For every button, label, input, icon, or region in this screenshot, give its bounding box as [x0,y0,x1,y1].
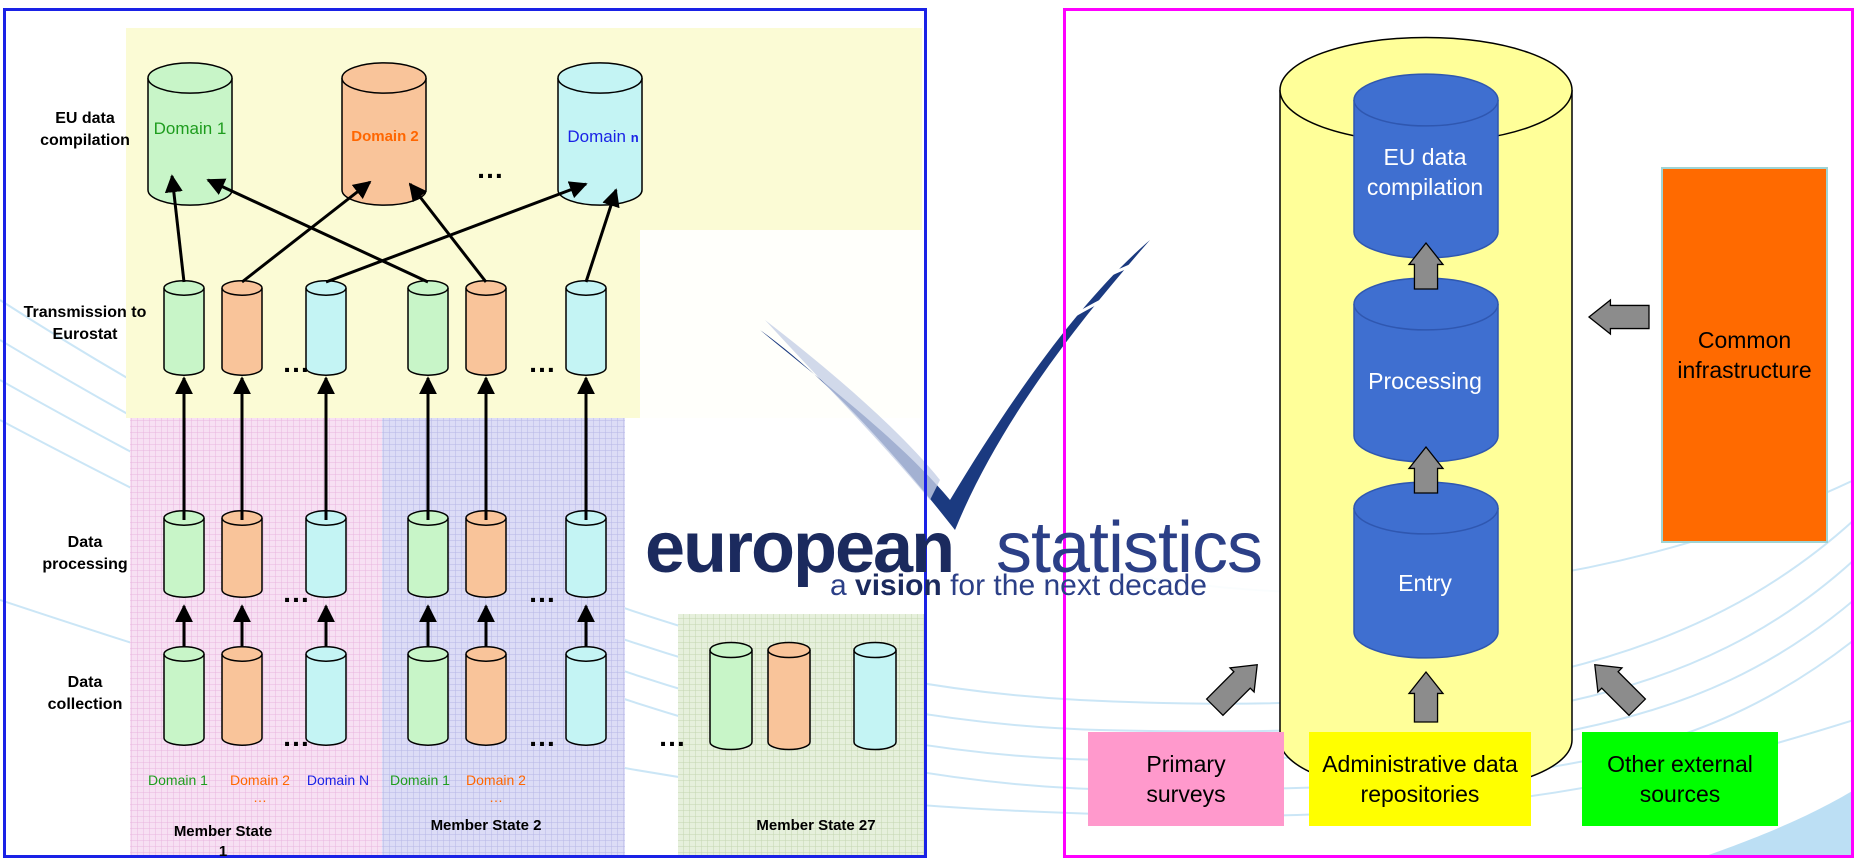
transmission-cylinder-4 [407,280,449,376]
collection-cylinder-4 [407,646,449,746]
ms27-cylinder-1 [709,641,753,751]
eu-ellipsis: … [476,153,504,184]
ms2-domain-1: Domain 1 [390,772,450,788]
eu-domain-n-cylinder [557,62,643,206]
eu-domain-2-label: Domain 2 [351,128,419,145]
collection-cylinder-2 [221,646,263,746]
arrow-entry-to-processing [1407,445,1445,494]
ms1-domain-2: Domain 2 … [230,772,290,805]
arrow-ms1-d2-to-eu [241,180,372,284]
primary-surveys-box: Primary surveys [1088,732,1284,826]
row-label-collection: Data collection [47,674,123,713]
member-state-2-label: Member State 2 [430,817,542,834]
collection-cylinder-5 [465,646,507,746]
eu-domain-n-word: Domain [567,127,626,146]
arrow-primary-to-system [1205,664,1258,717]
eu-domain-n-letter: n [630,130,639,145]
external-sources-box: Other external sources [1582,732,1778,826]
left-panel [3,8,927,858]
member-state-27-label: Member State 27 [756,817,876,834]
collection-ellipsis-2: … [528,721,556,752]
external-sources-label: Other external sources [1607,751,1753,807]
collection-ellipsis-1: … [282,721,310,752]
ms1-domain-1: Domain 1 [148,772,208,788]
stage-compilation-label: EU data compilation [1366,144,1484,200]
arrow-ms1-dn-to-eu [325,181,588,284]
logo-tagline-prefix: a [830,569,847,602]
member-state-1-label: Member State 1 [173,823,273,860]
ms27-cylinder-2 [767,641,811,751]
eu-domain-n-label: Domain n [560,128,646,146]
transmission-cylinder-3 [305,280,347,376]
eu-domain-1-cylinder [147,62,233,206]
arrow-ms2-d2-to-eu [408,182,488,283]
processing-ellipsis-1: … [282,577,310,608]
administrative-box: Administrative data repositories [1309,732,1531,826]
transmission-cylinder-1 [163,280,205,376]
row-label-processing: Data processing [42,534,128,573]
transmission-cylinder-6 [565,280,607,376]
logo-tagline-bold: vision [855,569,942,602]
eu-domain-1-label: Domain 1 [153,119,227,138]
right-panel [1063,8,1854,858]
stage-entry-label: Entry [1398,570,1452,596]
ms1-domain-n: Domain N [306,772,370,788]
stage-processing-label: Processing [1368,368,1482,394]
processing-cylinder-5 [465,510,507,598]
logo-tagline: a vision for the next decade [830,568,1207,604]
row-label-eu-compilation: EU data compilation [40,110,130,149]
arrow-ms2-d1-to-eu [206,178,429,284]
logo-tagline-suffix: for the next decade [950,569,1207,602]
transmission-cylinder-2 [221,280,263,376]
stage-entry-cylinder [1353,481,1499,659]
ms2-domain-2: Domain 2 … [466,772,526,805]
processing-cylinder-6 [565,510,607,598]
collection-cylinder-6 [565,646,607,746]
collection-cylinder-1 [163,646,205,746]
arrow-processing-to-compilation [1407,241,1445,290]
arrow-external-to-system [1594,664,1647,717]
member-state-ellipsis: … [658,721,686,752]
logo-wordmark-european: european [645,508,955,588]
common-infrastructure-box: Common infrastructure [1661,167,1828,543]
stage-compilation-cylinder [1353,73,1499,259]
primary-surveys-label: Primary surveys [1146,751,1226,807]
common-infrastructure-label: Common infrastructure [1677,327,1812,383]
row-label-transmission: Transmission to Eurostat [23,304,147,343]
transmission-ellipsis-2: … [528,347,556,378]
logo-wordmark-statistics: statistics [996,508,1263,588]
collection-cylinder-3 [305,646,347,746]
arrow-admin-to-system [1407,670,1445,723]
arrow-ms1-d1-to-eu [164,174,186,283]
ms27-cylinder-3 [853,641,897,751]
administrative-label: Administrative data repositories [1322,751,1518,807]
processing-ellipsis-2: … [528,577,556,608]
arrow-infrastructure-to-system [1587,298,1650,336]
arrow-ms2-dn-to-eu [584,188,620,283]
transmission-ellipsis-1: … [282,347,310,378]
